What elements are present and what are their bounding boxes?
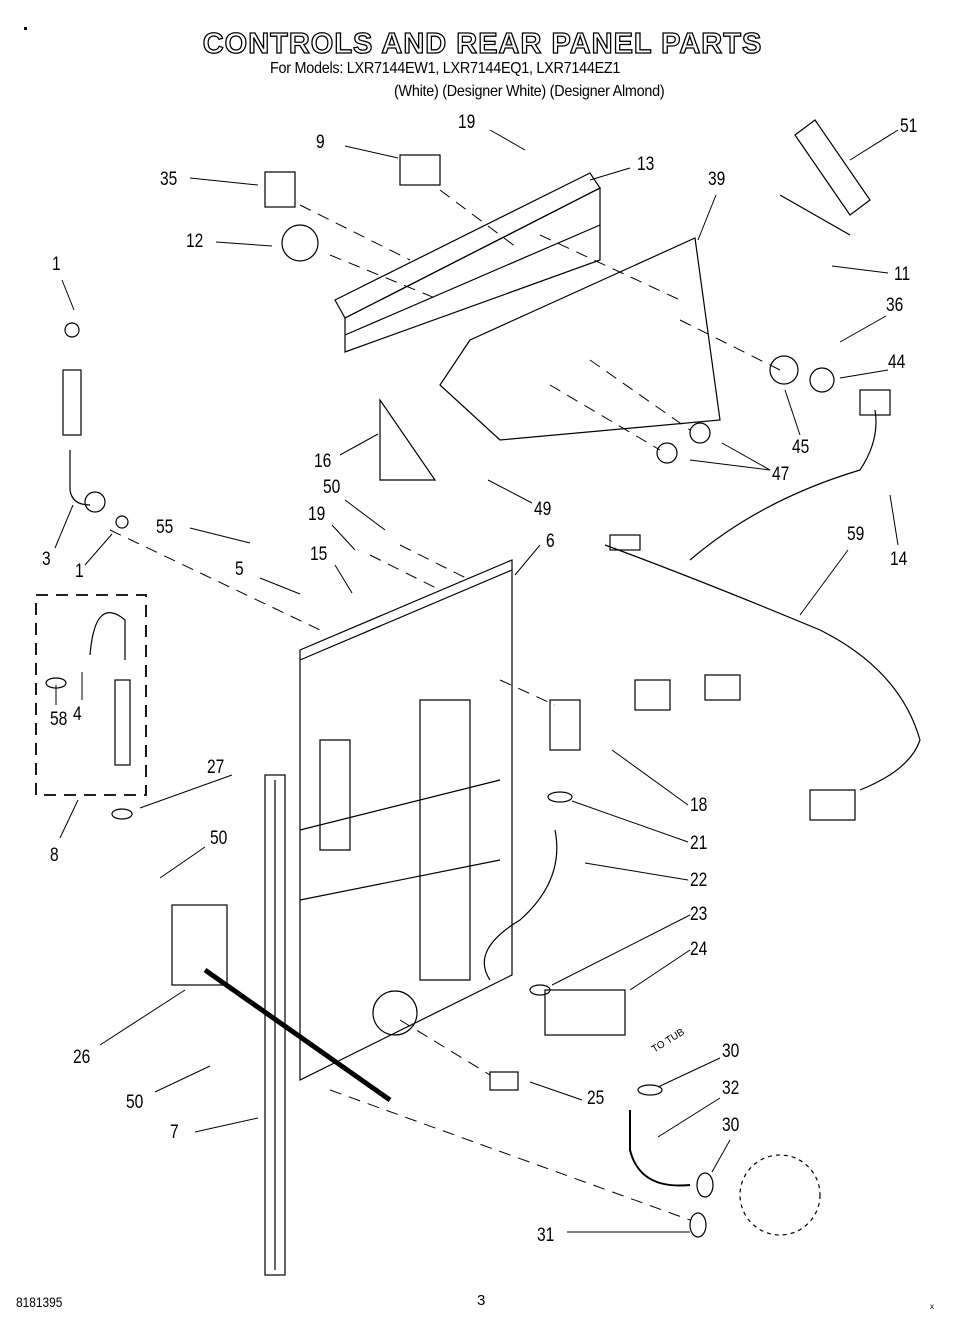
scan-speck <box>24 27 27 30</box>
knob-47a <box>689 422 711 444</box>
bracket-51 <box>779 119 871 236</box>
callout-19: 19 <box>308 504 326 525</box>
callout-30: 30 <box>722 1041 740 1062</box>
valve-18 <box>549 699 581 751</box>
callout-49: 49 <box>534 499 552 520</box>
callout-23: 23 <box>690 904 708 925</box>
grommet <box>372 990 418 1036</box>
callout-8: 8 <box>50 845 59 866</box>
knob-44 <box>809 367 835 393</box>
timer-12 <box>281 224 319 262</box>
callout-30: 30 <box>722 1115 740 1136</box>
callout-18: 18 <box>690 795 708 816</box>
callout-5: 5 <box>235 559 244 580</box>
control-panel-13 <box>334 172 601 353</box>
document-id: 8181395 <box>16 1294 63 1310</box>
callout-9: 9 <box>316 132 325 153</box>
callout-47: 47 <box>772 464 790 485</box>
end-cap-16 <box>379 398 437 481</box>
callout-13: 13 <box>637 154 655 175</box>
callout-35: 35 <box>160 169 178 190</box>
callout-31: 31 <box>537 1225 555 1246</box>
callout-1: 1 <box>52 254 61 275</box>
clip-25 <box>489 1071 519 1091</box>
hose-kit-box <box>35 594 147 796</box>
small-parts <box>45 154 835 1238</box>
callout-1: 1 <box>75 561 84 582</box>
hose-32 <box>629 1110 691 1187</box>
switch-9 <box>399 154 441 186</box>
callout-51: 51 <box>900 116 918 137</box>
power-plug-14 <box>859 389 891 416</box>
callout-59: 59 <box>847 524 865 545</box>
connector-c <box>809 789 856 821</box>
assembly-lines <box>109 189 781 1221</box>
callout-36: 36 <box>886 295 904 316</box>
callout-50: 50 <box>126 1092 144 1113</box>
console-39 <box>439 237 721 441</box>
callout-50: 50 <box>210 828 228 849</box>
callout-45: 45 <box>792 437 810 458</box>
clamp-27 <box>111 808 133 820</box>
leader-lines <box>54 129 899 1233</box>
connector-a <box>634 679 671 711</box>
callout-3: 3 <box>42 549 51 570</box>
callout-4: 4 <box>73 704 82 725</box>
callout-50: 50 <box>323 477 341 498</box>
callout-39: 39 <box>708 169 726 190</box>
knob-bezel-45 <box>769 355 799 385</box>
callout-44: 44 <box>888 352 906 373</box>
callout-55: 55 <box>156 517 174 538</box>
callout-16: 16 <box>314 451 332 472</box>
rear-panel-6 <box>299 559 513 1081</box>
switch-35 <box>264 171 296 208</box>
bracket-24 <box>544 989 626 1036</box>
clamp-58 <box>45 677 67 689</box>
clamp-21 <box>547 791 573 803</box>
clamp-30a <box>637 1084 663 1096</box>
valve-inlet <box>62 369 82 436</box>
callout-12: 12 <box>186 231 204 252</box>
callout-15: 15 <box>310 544 328 565</box>
knob-47b <box>656 442 678 464</box>
hose-fitting <box>114 679 131 766</box>
hose-22 <box>483 829 558 981</box>
connector-b <box>704 674 741 701</box>
callout-27: 27 <box>207 757 225 778</box>
callout-19: 19 <box>458 112 476 133</box>
bracket-26 <box>171 904 228 986</box>
clamp-30b <box>696 1172 714 1198</box>
callout-21: 21 <box>690 833 708 854</box>
models-line: For Models: LXR7144EW1, LXR7144EQ1, LXR7… <box>270 60 621 77</box>
colors-line: (White) (Designer White) (Designer Almon… <box>394 83 665 100</box>
callout-26: 26 <box>73 1047 91 1068</box>
page-title: CONTROLS AND REAR PANEL PARTS <box>202 27 763 60</box>
callout-22: 22 <box>690 870 708 891</box>
callout-6: 6 <box>546 531 555 552</box>
pump-phantom <box>739 1154 821 1236</box>
page-number: 3 <box>477 1292 486 1309</box>
hose-4 <box>89 612 126 660</box>
callout-24: 24 <box>690 939 708 960</box>
corner-mark: x <box>930 1302 934 1311</box>
callout-14: 14 <box>890 549 908 570</box>
washer-1b <box>115 515 129 529</box>
connector-d <box>609 534 641 551</box>
washer-1a <box>64 322 80 338</box>
drain-hose-coil <box>203 967 392 1103</box>
callout-58: 58 <box>50 709 68 730</box>
callout-7: 7 <box>170 1122 179 1143</box>
wire-harness-59 <box>604 389 921 821</box>
callout-11: 11 <box>894 264 911 285</box>
callout-32: 32 <box>722 1078 740 1099</box>
callout-25: 25 <box>587 1088 605 1109</box>
inlet-hose-3 <box>69 450 91 506</box>
clamp-31 <box>689 1212 707 1238</box>
